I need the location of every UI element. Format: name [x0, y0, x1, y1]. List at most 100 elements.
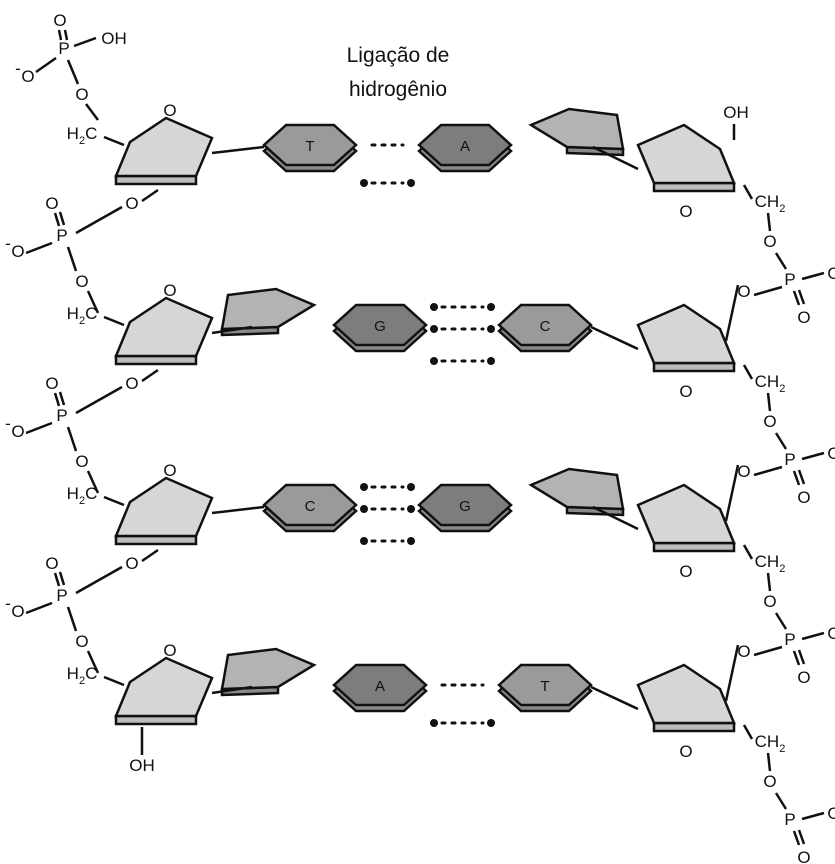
- row-1-right-base-pentagon: [528, 107, 625, 157]
- row-3-right-phosphate-o-minus: O: [827, 624, 835, 643]
- row-3-left-phosphate-p: P: [56, 586, 67, 605]
- row-3-right-sugar: [636, 483, 736, 553]
- row-3-left-phosphate-dbl-1: [53, 572, 61, 587]
- row-1-left-link-ch2: [86, 290, 100, 314]
- row-3-left-olink-bond: [66, 606, 78, 632]
- row-4-right-phosphate-o-minus: O: [827, 804, 835, 823]
- row-4-right-base: [497, 663, 593, 713]
- row-1-right-base: [417, 123, 513, 173]
- row-2-hbond-dot-left-2: [430, 325, 438, 333]
- row-2-hbond-dot-left-1: [430, 303, 438, 311]
- row-2-left-phosphate-dbl-2: [58, 391, 66, 406]
- row-4-left-base-pentagon: [220, 647, 317, 697]
- row-1-left-base: [262, 123, 358, 173]
- left-top-bond-oh: [73, 36, 97, 48]
- row-1-left-sugar-top: [114, 116, 214, 178]
- left-top-oh: OH: [101, 29, 127, 48]
- row-2-right-o-down: O: [763, 412, 776, 431]
- row-2-left-p-o-bond: [75, 385, 123, 415]
- row-1-left-phosphate-p: P: [56, 226, 67, 245]
- row-2-left-o-ester: O: [125, 374, 138, 393]
- row-1-right-sugar: [636, 123, 736, 193]
- row-1-right-phosphate: P: [784, 270, 795, 289]
- row-3-left-base: [262, 483, 358, 533]
- row-1-left-phosphate-bond-ominus: [25, 241, 53, 255]
- row-2-right-base-label: C: [540, 318, 551, 335]
- row-2-right-sugar: [636, 303, 736, 373]
- row-3-right-phosphate-dbl-2: [797, 649, 806, 665]
- row-3-right-o-p-bond: [774, 612, 788, 630]
- left-top-bond-ch2: [85, 103, 99, 121]
- row-2-hbond-dot-right-3: [487, 357, 495, 365]
- row-2-hbond-dot-right-1: [487, 303, 495, 311]
- row-3-left-ch2-bond: [103, 495, 125, 507]
- row-2-right-phosphate-p: P: [784, 450, 795, 469]
- row-3-hbond-dot-right-3: [407, 537, 415, 545]
- row-3-right-phosphate-bond-ominus: [801, 631, 825, 641]
- row-3-right-phosphate-p: P: [784, 630, 795, 649]
- row-2-left-ester-bond: [141, 368, 159, 383]
- row-1-left-phosphate-dbl-1: [53, 212, 61, 227]
- row-3-hbond-dot-right-2: [407, 505, 415, 513]
- row-1-left-glycosidic-bond: [211, 145, 265, 155]
- row-1-hbond-dot-left-2: [360, 179, 368, 187]
- row-2-left-link-ch2: [86, 470, 100, 494]
- row-4-right-base-top: [497, 663, 593, 707]
- row-3-left-base-label: C: [305, 498, 316, 515]
- row-4-right-sugar: [636, 663, 736, 733]
- row-4-right-o-down: O: [763, 772, 776, 791]
- row-2-left-olink-bond: [66, 426, 78, 452]
- row-1-left-h2c: H2C: [67, 124, 98, 147]
- row-1-right-ch2-bond: [742, 184, 754, 200]
- row-3-left-phosphate-dbl-2: [58, 571, 66, 586]
- row-4-left-base-pentagon-top: [220, 647, 317, 691]
- row-1-left-phosphate: P: [56, 226, 67, 245]
- row-2-left-phosphate-p: P: [56, 406, 67, 425]
- row-2-right-phosphate-o-minus: O: [827, 444, 835, 463]
- row-1-left-ester-bond: [141, 188, 159, 203]
- row-1-left-phosphate-minus-sign: -: [5, 234, 11, 253]
- row-2-right-phosphate-dbl-2: [797, 469, 806, 485]
- hydrogen-bond-label-line-2: hidrogênio: [349, 78, 447, 101]
- left-top-minus: -: [15, 59, 21, 78]
- row-2-left-o-link: O: [75, 452, 88, 471]
- row-1-right-p-o-bond: [753, 285, 783, 297]
- row-2-left-base: [332, 303, 428, 353]
- row-3-right-sugar-top: [636, 483, 736, 545]
- row-2-left-phosphate-o-double: O: [45, 374, 58, 393]
- row-1-right-o-p-bond: [774, 252, 788, 270]
- row-1-left-sugar: [114, 116, 214, 186]
- row-3-right-phosphate-dbl-1: [792, 650, 801, 666]
- row-3-right-o-down-bond: [766, 572, 772, 592]
- row-2-left-ch2-bond: [103, 315, 125, 327]
- row-3-right-sugar-o: O: [679, 562, 692, 581]
- row-2-right-o-sugar-bond: [724, 464, 740, 522]
- top-right-oh: OH: [723, 103, 749, 122]
- row-1-right-o-down: O: [763, 232, 776, 251]
- row-1-left-base-label: T: [305, 138, 314, 155]
- left-top-phosphorus: P: [58, 39, 69, 58]
- row-4-left-base-top: [332, 663, 428, 707]
- row-1-right-o-up: O: [737, 282, 750, 301]
- row-2-left-phosphate-o-minus: O: [11, 422, 24, 441]
- row-4-left-base: [332, 663, 428, 713]
- row-1-right-sugar-top: [636, 123, 736, 185]
- row-2-right-glycosidic-bond: [590, 325, 639, 351]
- row-2-right-sugar-o: O: [679, 382, 692, 401]
- row-2-right-p-o-bond: [753, 465, 783, 477]
- row-4-right-phosphate-dbl-2: [797, 829, 806, 845]
- row-4-right-sugar-o: O: [679, 742, 692, 761]
- left-top-dbl-2: [63, 29, 69, 41]
- left-top-bond-olink: [66, 59, 80, 85]
- row-3-right-ch2: CH2: [755, 552, 786, 575]
- row-3-left-ester-bond: [141, 548, 159, 563]
- row-3-right-base-label: G: [459, 498, 471, 515]
- row-3-left-o-ester: O: [125, 554, 138, 573]
- row-3-left-sugar: [114, 476, 214, 546]
- row-3-left-p-o-bond: [75, 565, 123, 595]
- row-3-left-phosphate-minus-sign: -: [5, 594, 11, 613]
- row-1-left-base-top: [262, 123, 358, 167]
- row-2-left-base-pentagon-top: [220, 287, 317, 331]
- row-3-right-base-pentagon-top: [528, 467, 625, 511]
- row-3-right-o-sugar-bond: [724, 644, 740, 702]
